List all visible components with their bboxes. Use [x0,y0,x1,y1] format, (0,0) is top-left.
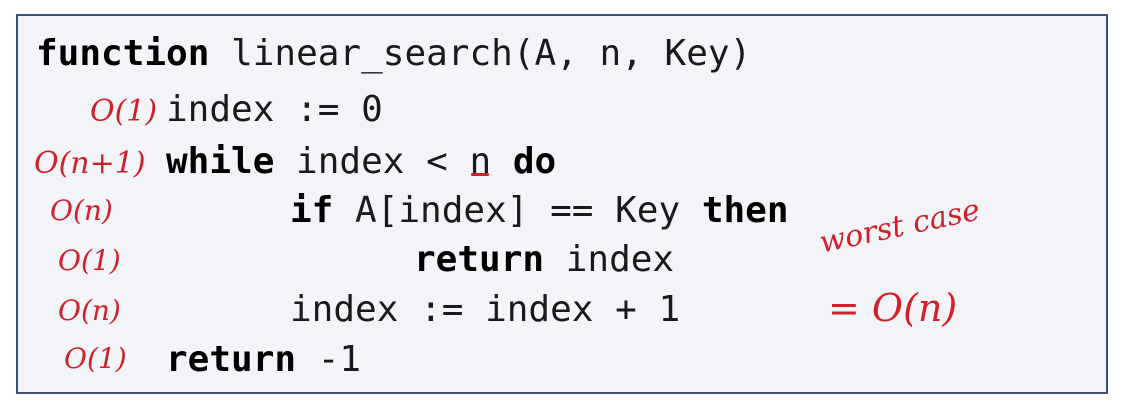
code-box [16,14,1108,394]
return-minus-one-text: -1 [296,339,362,380]
annotation-line7: O(1) [64,342,127,375]
return-index-text: index [544,239,675,280]
function-signature: linear_search(A, n, Key) [209,33,752,74]
code-line-index-increment: index := index + 1 [290,288,680,332]
annotation-line4: O(n) [50,194,113,227]
code-line-while: while index < n do [166,140,556,184]
keyword-return-final: return [166,339,297,380]
annotation-line5: O(1) [58,244,121,277]
if-condition: A[index] == Key [333,190,702,231]
keyword-do: do [512,141,557,182]
keyword-return: return [414,239,545,280]
code-line-return-index: return index [414,238,674,282]
index-increment-text: index := index + 1 [290,289,681,330]
keyword-while: while [166,141,275,182]
code-line-index-init: index := 0 [166,88,383,132]
annotation-line3: O(n+1) [34,146,146,181]
annotation-line6: O(n) [58,294,121,327]
keyword-function: function [36,33,210,74]
index-init-text: index := 0 [166,89,383,130]
keyword-if: if [290,190,334,231]
underlined-n: n [469,141,492,182]
while-space [491,141,513,182]
annotation-line2: O(1) [90,94,158,129]
code-line-if: if A[index] == Key then [290,189,789,233]
keyword-then: then [701,190,789,231]
code-line-return-minus-one: return -1 [166,338,361,382]
worst-case-value: = O(n) [828,286,958,330]
while-condition: index < [274,141,470,182]
code-line-function: function linear_search(A, n, Key) [36,32,751,76]
